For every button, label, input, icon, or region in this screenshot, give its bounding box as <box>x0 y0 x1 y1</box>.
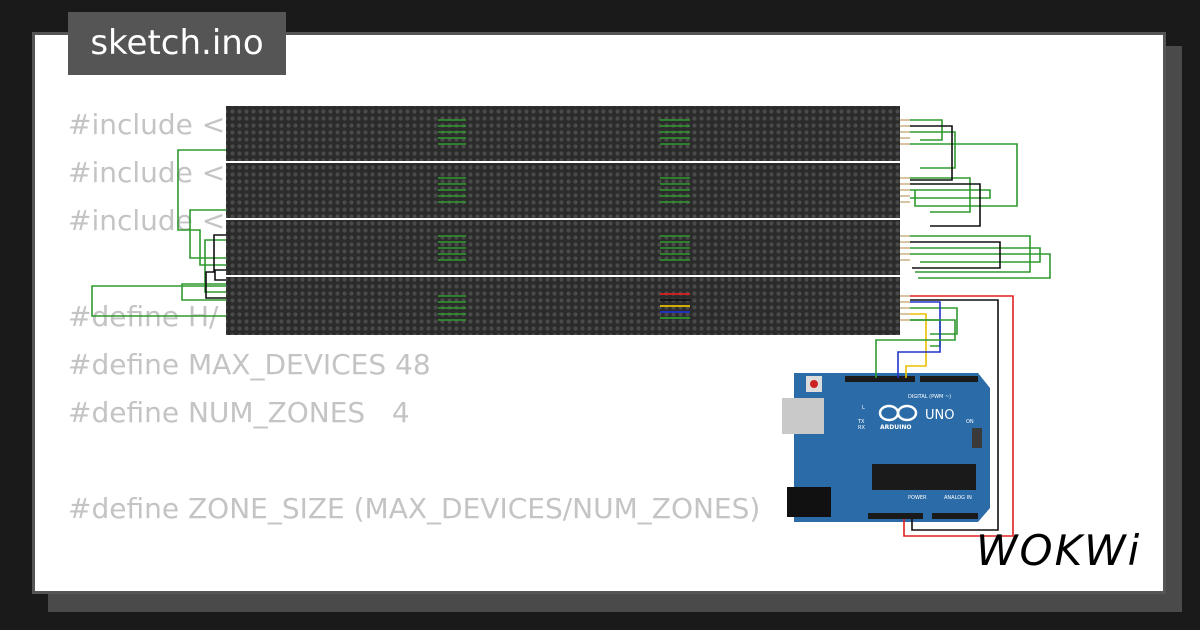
power-jack-icon <box>787 487 831 517</box>
arduino-logo-icon <box>878 404 918 422</box>
code-line: #define CLK_PIN 13 <box>68 581 760 591</box>
routing-wires-left-dark <box>205 234 226 299</box>
icsp-header <box>972 428 982 448</box>
matrix-input-wires <box>660 293 690 319</box>
board-model-label: UNO <box>925 408 954 423</box>
digital-header-left <box>845 376 915 382</box>
arduino-uno-board[interactable]: UNO ARDUINO DIGITAL (PWM ~) POWER ANALOG… <box>782 373 990 522</box>
usb-port-icon <box>782 398 824 434</box>
routing-wires-left <box>91 149 226 317</box>
arduino-signal-wires <box>875 295 1014 537</box>
code-line: #include < <box>68 108 226 141</box>
rx-led-label: RX <box>858 425 865 431</box>
led-matrix-array <box>226 106 900 335</box>
code-line: #include < <box>68 156 226 189</box>
digital-label: DIGITAL (PWM ~) <box>908 394 951 400</box>
code-line: #define MAX_DEVICES 48 <box>68 348 431 381</box>
analog-label: ANALOG IN <box>944 495 972 501</box>
code-line: #define NUM_ZONES 4 <box>68 396 410 429</box>
code-line: #define ZONE_SIZE (MAX_DEVICES/NUM_ZONES… <box>68 492 761 525</box>
code-line: #include < <box>68 204 226 237</box>
digital-header-right <box>920 376 978 382</box>
l-led-label: L <box>862 405 865 411</box>
routing-wires-dark <box>910 125 1001 269</box>
microcontroller-chip-icon <box>872 464 976 490</box>
power-label: POWER <box>908 495 927 501</box>
power-header <box>868 513 923 519</box>
matrix-pin-headers <box>900 119 910 321</box>
matrix-chain-wires <box>438 119 690 321</box>
wokwi-logo: WOKWi <box>976 526 1142 575</box>
filename-tab[interactable]: sketch.ino <box>68 12 286 75</box>
routing-wires-right <box>910 119 1051 347</box>
on-led-label: ON <box>966 419 974 425</box>
board-brand-label: ARDUINO <box>880 424 911 431</box>
analog-header <box>932 513 978 519</box>
tx-led-label: TX <box>857 419 865 425</box>
